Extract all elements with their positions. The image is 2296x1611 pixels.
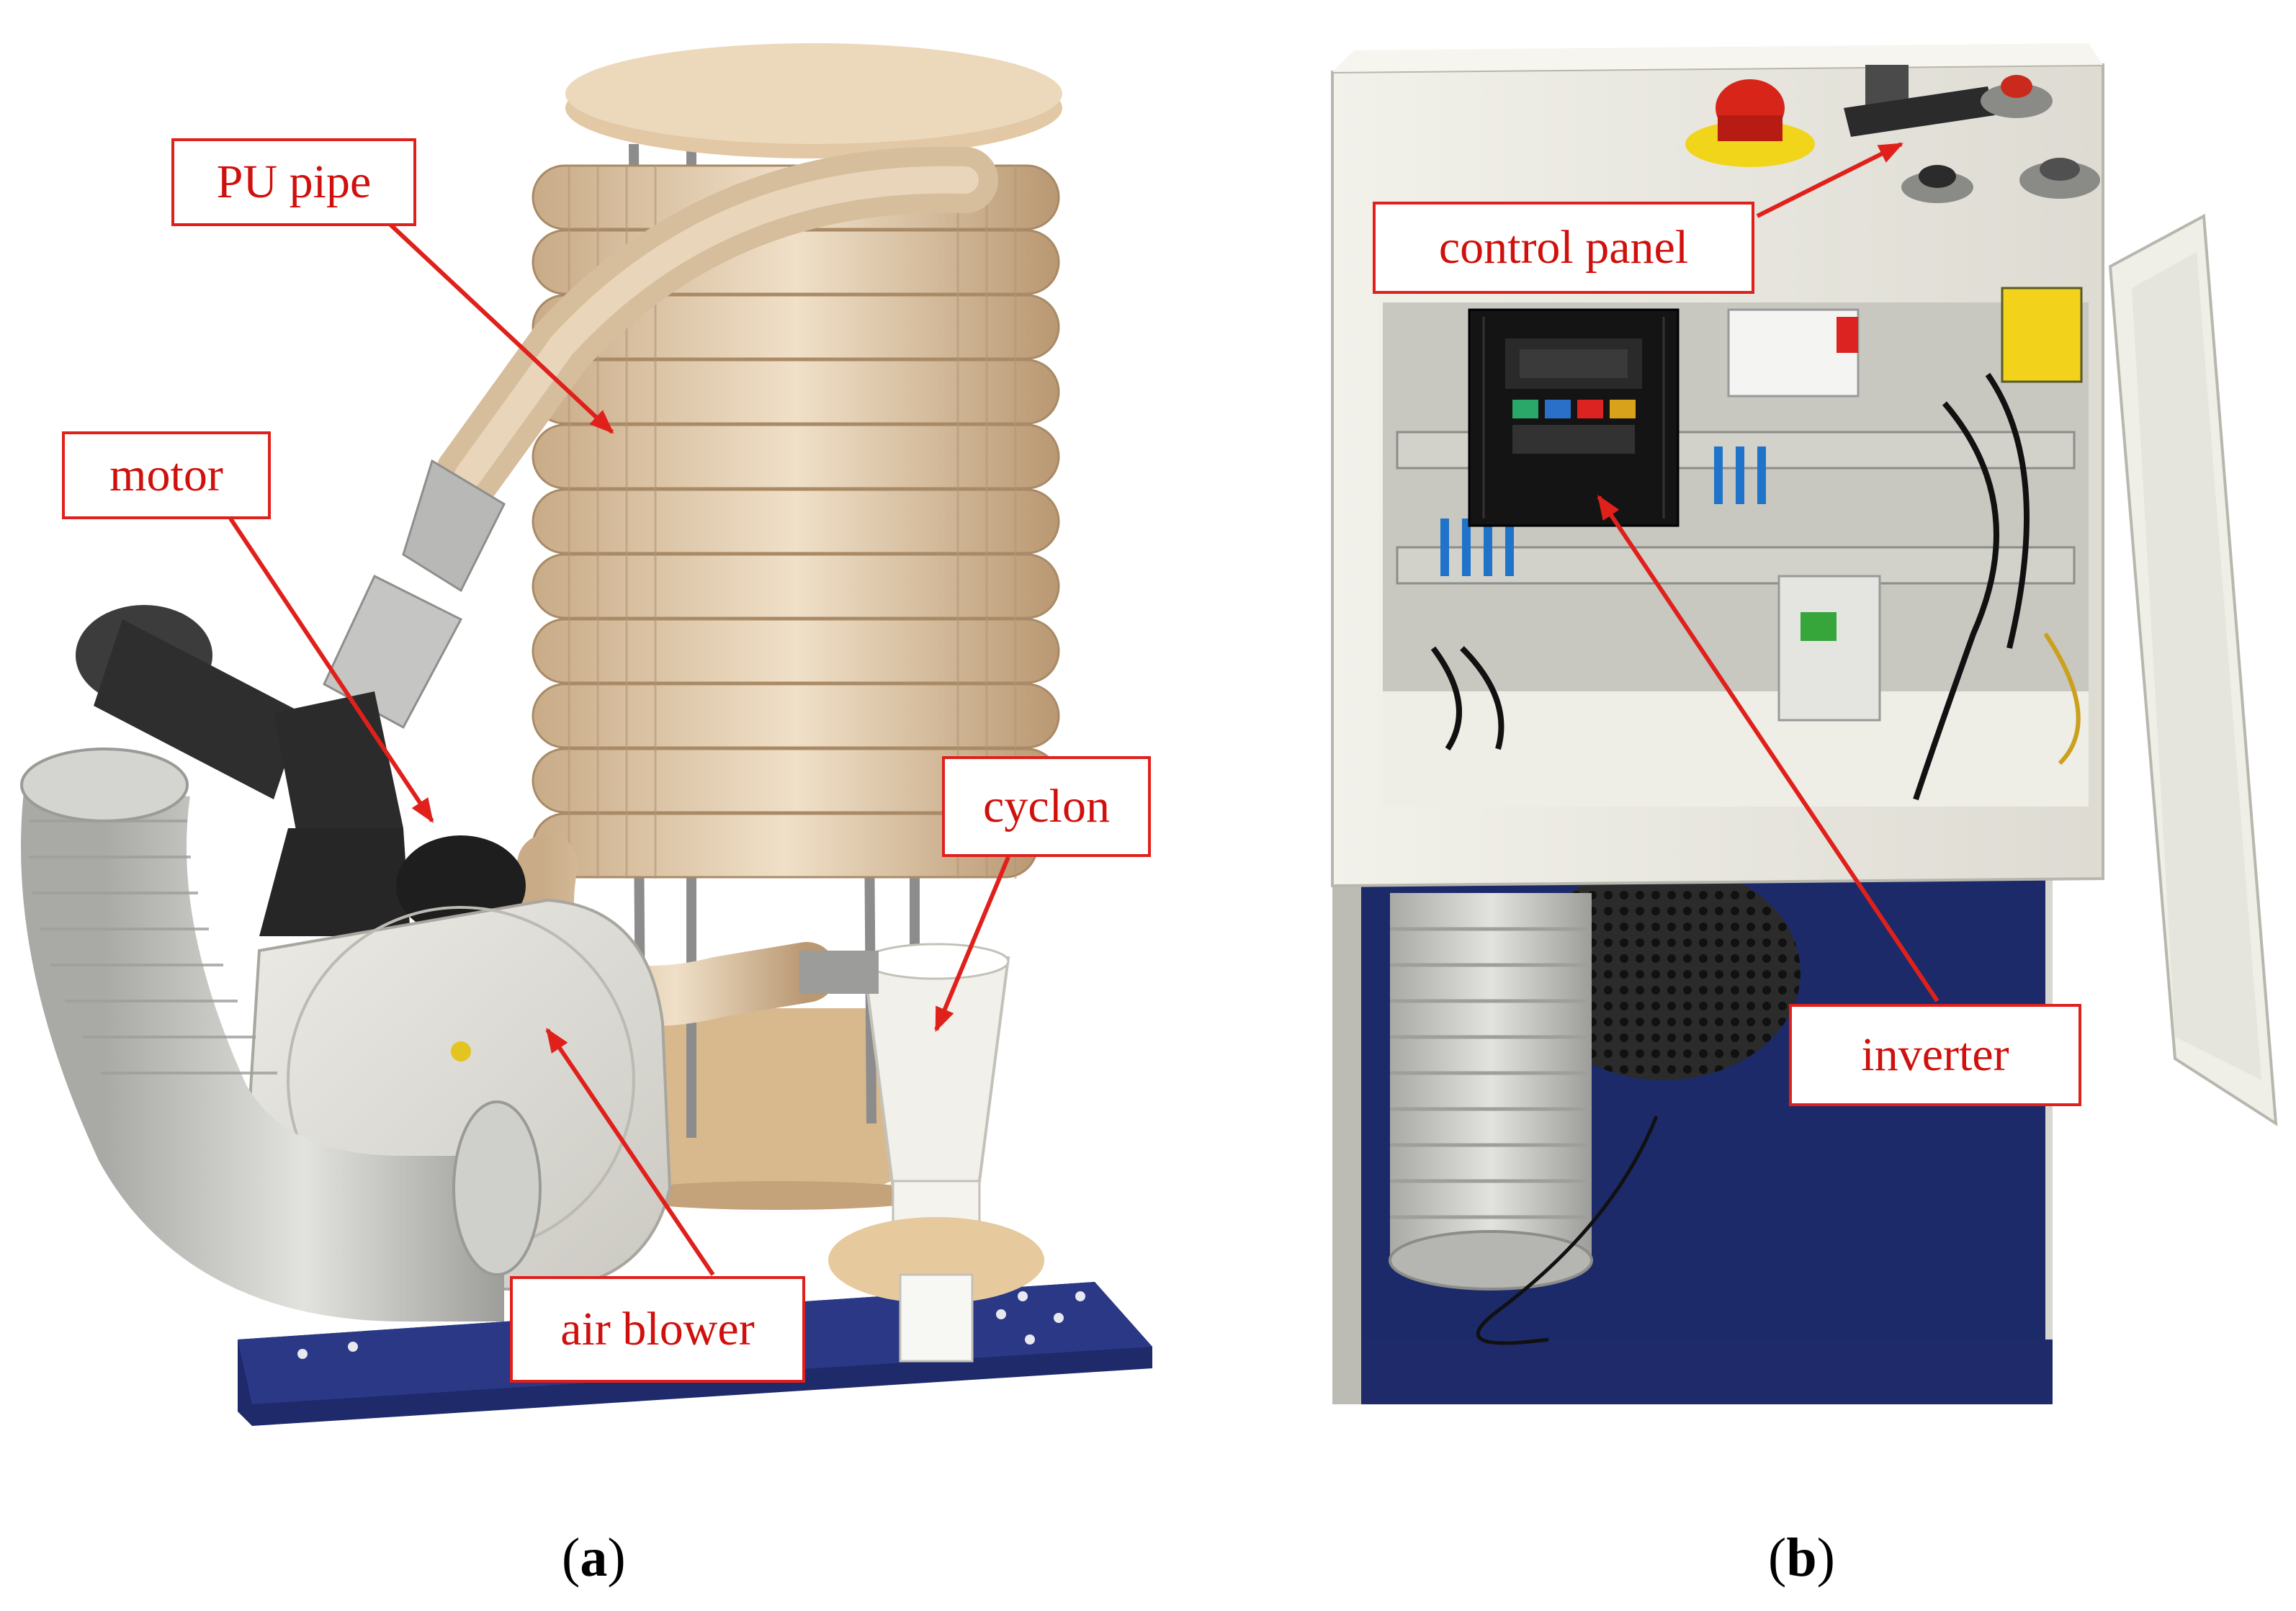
arrow-air-blower	[545, 1028, 715, 1276]
label-cyclon: cyclon	[942, 756, 1151, 857]
cyclone	[799, 943, 1044, 1363]
arrow-inverter	[1597, 495, 1940, 1002]
pipe-connector	[402, 459, 506, 593]
panel-b-arrows	[1597, 142, 1940, 1002]
power-supply	[1777, 575, 1881, 722]
arrow-cyclon	[934, 856, 1010, 1033]
gray-hose	[20, 748, 542, 1321]
pu-pipe-coil	[435, 146, 1060, 1026]
caption-b-letter: b	[1786, 1527, 1817, 1588]
caption-a: (a)	[562, 1527, 626, 1588]
fan-grill	[1527, 864, 1801, 1080]
panel-a-arrows	[228, 221, 1010, 1276]
caption-b: (b)	[1768, 1527, 1835, 1588]
arrow-motor	[228, 517, 434, 823]
arrow-pu-pipe	[387, 221, 614, 434]
label-inverter: inverter	[1789, 1004, 2081, 1106]
yellow-switch	[2001, 287, 2083, 383]
arrow-control-panel	[1756, 142, 1904, 218]
caption-a-letter: a	[580, 1527, 608, 1588]
label-control-panel: control panel	[1373, 202, 1754, 294]
panel-a-photo	[20, 43, 1152, 1426]
label-air-blower: air blower	[510, 1276, 805, 1383]
black-y-pipe	[76, 605, 411, 936]
lower-gray-hose	[1389, 893, 1593, 1291]
label-motor: motor	[62, 431, 271, 519]
inverter-unit	[1468, 308, 1680, 527]
label-pu-pipe: PU pipe	[171, 138, 416, 226]
control-panel-devices	[1685, 65, 2100, 203]
